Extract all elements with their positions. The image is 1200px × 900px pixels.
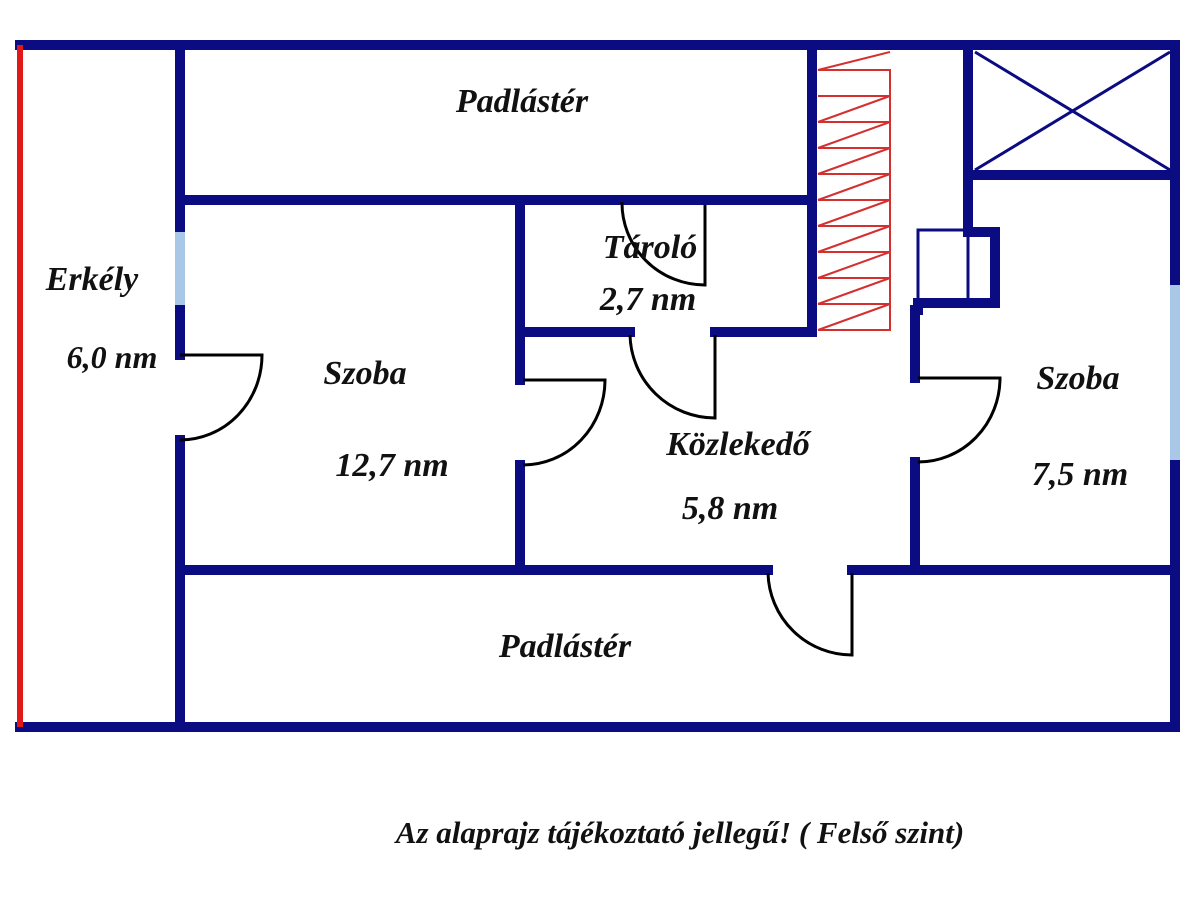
hallway-label: Közlekedő — [665, 426, 812, 463]
stairs — [817, 51, 891, 331]
storage-area: 2,7 nm — [599, 281, 696, 318]
walls — [15, 40, 1180, 732]
caption: Az alaprajz tájékoztató jellegű! ( Felső… — [394, 815, 964, 850]
room-left-area: 12,7 nm — [335, 447, 448, 484]
room-left-label: Szoba — [323, 355, 406, 392]
storage-label: Tároló — [603, 229, 697, 266]
doors — [179, 201, 1002, 657]
balcony-area: 6,0 nm — [67, 339, 158, 375]
void-cross — [974, 50, 1171, 172]
attic-bottom-label: Padlástér — [498, 628, 632, 665]
balcony-label: Erkély — [45, 261, 139, 298]
room-right-area: 7,5 nm — [1032, 456, 1128, 493]
attic-top-label: Padlástér — [455, 83, 589, 120]
room-right-label: Szoba — [1036, 360, 1119, 397]
hallway-area: 5,8 nm — [682, 490, 778, 527]
